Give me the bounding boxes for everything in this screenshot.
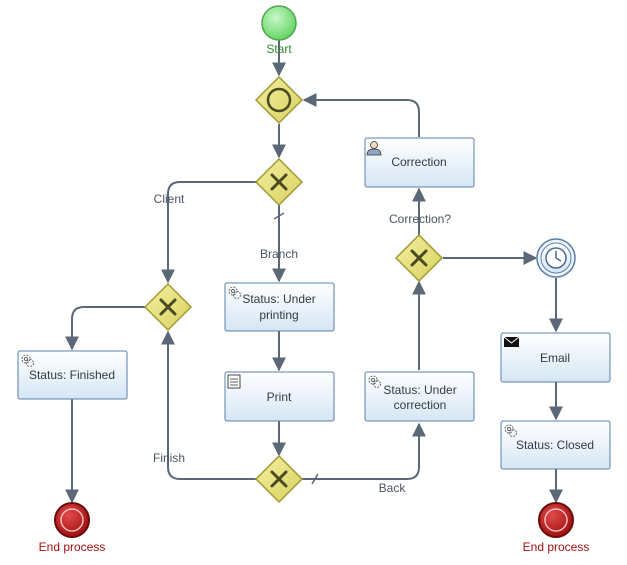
exclusive-gateway-correction[interactable] (394, 233, 444, 283)
x-icon (159, 298, 177, 316)
exclusive-gateway-bottom[interactable] (254, 454, 304, 504)
task-label-line2: printing (259, 308, 298, 322)
flow-label-back: Back (379, 481, 407, 495)
task-label: Print (267, 390, 292, 404)
gear-icon (21, 354, 34, 367)
timer-event[interactable] (536, 238, 576, 278)
task-correction[interactable]: Correction (364, 137, 475, 188)
default-flow-marker (273, 212, 285, 220)
default-flow-marker (311, 473, 319, 485)
gear-icon (504, 424, 517, 437)
task-label: Status: Finished (29, 368, 115, 382)
end-event-right[interactable]: End process (523, 502, 590, 554)
start-event-label: Start (266, 42, 292, 56)
flow-back[interactable] (302, 422, 426, 480)
task-status-finished[interactable]: Status: Finished (17, 350, 128, 400)
flow-gateway-client[interactable] (161, 181, 256, 284)
envelope-icon (503, 336, 520, 347)
end-event-label: End process (523, 540, 590, 554)
task-label-line1: Status: Under (242, 292, 315, 306)
merge-gateway[interactable] (254, 75, 304, 125)
flow-correction-to-merge[interactable] (302, 93, 420, 137)
task-email[interactable]: Email (500, 332, 611, 383)
gear-icon (368, 375, 381, 388)
task-label: Email (540, 351, 570, 365)
script-icon (227, 374, 241, 389)
end-event-label: End process (39, 540, 106, 554)
gear-icon (228, 286, 241, 299)
inclusive-circle-icon (266, 87, 292, 113)
start-event[interactable]: Start (261, 5, 297, 56)
task-label-line2: correction (394, 398, 447, 412)
flow-label-branch: Branch (260, 247, 298, 261)
flow-label-finish: Finish (153, 451, 185, 465)
task-print[interactable]: Print (224, 371, 335, 422)
flow-xor-to-finished[interactable] (65, 306, 145, 351)
x-icon (270, 173, 288, 191)
exclusive-gateway-left[interactable] (143, 282, 193, 332)
user-icon (366, 141, 382, 156)
end-event-left[interactable]: End process (39, 502, 106, 554)
flow-label-client: Client (154, 192, 185, 206)
clock-icon (545, 247, 567, 269)
task-status-under-printing[interactable]: Status: Under printing (224, 282, 335, 332)
task-status-under-correction[interactable]: Status: Under correction (364, 371, 475, 422)
x-icon (270, 470, 288, 488)
task-label: Correction (391, 155, 446, 169)
flow-label-correction: Correction? (389, 212, 451, 226)
task-status-closed[interactable]: Status: Closed (500, 420, 611, 470)
task-label: Status: Closed (516, 438, 594, 452)
exclusive-gateway-top[interactable] (254, 157, 304, 207)
flow-finish[interactable] (161, 330, 256, 480)
x-icon (410, 249, 428, 267)
task-label-line1: Status: Under (383, 383, 456, 397)
